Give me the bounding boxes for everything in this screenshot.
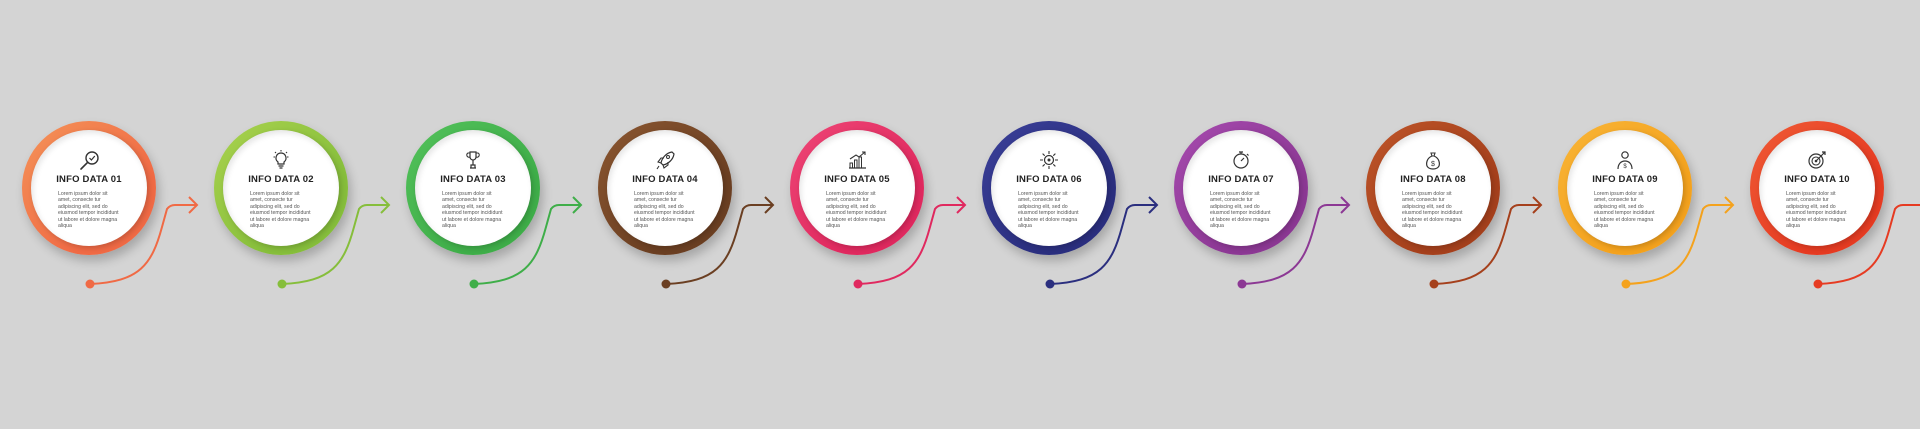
info-step-10: INFO DATA 10 Lorem ipsum dolor sit amet, … [1750, 121, 1884, 255]
connector-dot [1237, 279, 1247, 289]
stopwatch-icon [1229, 148, 1253, 172]
connector-dot [469, 279, 479, 289]
connector-dot [661, 279, 671, 289]
trophy-icon [461, 148, 485, 172]
connector-line [473, 204, 581, 285]
info-step-09: $ INFO DATA 09 Lorem ipsum dolor sit amet,… [1558, 121, 1692, 255]
step-inner-circle: INFO DATA 01 Lorem ipsum dolor sit amet, … [31, 130, 147, 246]
person-dollar-icon: $ [1613, 148, 1637, 172]
step-inner-circle: INFO DATA 07 Lorem ipsum dolor sit amet, … [1183, 130, 1299, 246]
virus-gear-icon [1037, 148, 1061, 172]
step-inner-circle: INFO DATA 04 Lorem ipsum dolor sit amet, … [607, 130, 723, 246]
connector-dot [1045, 279, 1055, 289]
step-description: Lorem ipsum dolor sit amet, consecte tur… [1018, 191, 1079, 230]
connector-dot [853, 279, 863, 289]
info-step-01: INFO DATA 01 Lorem ipsum dolor sit amet, … [22, 121, 156, 255]
connector-line [665, 204, 773, 285]
step-title: INFO DATA 10 [1784, 174, 1850, 185]
step-description: Lorem ipsum dolor sit amet, consecte tur… [442, 191, 503, 230]
target-arrow-icon [1805, 148, 1829, 172]
connector-line [281, 204, 389, 285]
connector-dot [1429, 279, 1439, 289]
connector-dot [1813, 279, 1823, 289]
growth-chart-icon [845, 148, 869, 172]
arrow-head-icon [572, 196, 583, 214]
svg-text:$: $ [1431, 161, 1435, 168]
connector-dot [277, 279, 287, 289]
step-description: Lorem ipsum dolor sit amet, consecte tur… [1594, 191, 1655, 230]
connector-line [1049, 204, 1157, 285]
step-inner-circle: INFO DATA 02 Lorem ipsum dolor sit amet, … [223, 130, 339, 246]
connector-line [1433, 204, 1541, 285]
svg-text:$: $ [1623, 164, 1627, 170]
step-description: Lorem ipsum dolor sit amet, consecte tur… [1786, 191, 1847, 230]
step-inner-circle: INFO DATA 10 Lorem ipsum dolor sit amet, … [1759, 130, 1875, 246]
connector-dot [85, 279, 95, 289]
magnifier-check-icon [77, 148, 101, 172]
info-step-07: INFO DATA 07 Lorem ipsum dolor sit amet, … [1174, 121, 1308, 255]
step-description: Lorem ipsum dolor sit amet, consecte tur… [634, 191, 695, 230]
info-step-05: INFO DATA 05 Lorem ipsum dolor sit amet, … [790, 121, 924, 255]
step-title: INFO DATA 02 [248, 174, 314, 185]
step-description: Lorem ipsum dolor sit amet, consecte tur… [250, 191, 311, 230]
lightbulb-gear-icon [269, 148, 293, 172]
step-description: Lorem ipsum dolor sit amet, consecte tur… [826, 191, 887, 230]
rocket-icon [653, 148, 677, 172]
arrow-head-icon [956, 196, 967, 214]
step-inner-circle: INFO DATA 05 Lorem ipsum dolor sit amet, … [799, 130, 915, 246]
step-title: INFO DATA 06 [1016, 174, 1082, 185]
step-title: INFO DATA 05 [824, 174, 890, 185]
step-inner-circle: INFO DATA 06 Lorem ipsum dolor sit amet, … [991, 130, 1107, 246]
connector-dot [1621, 279, 1631, 289]
info-step-06: INFO DATA 06 Lorem ipsum dolor sit amet, … [982, 121, 1116, 255]
step-description: Lorem ipsum dolor sit amet, consecte tur… [1402, 191, 1463, 230]
money-bag-icon: $ [1421, 148, 1445, 172]
connector-line [89, 204, 197, 285]
step-inner-circle: $ INFO DATA 08 Lorem ipsum dolor sit amet,… [1375, 130, 1491, 246]
connector-line [1625, 204, 1733, 285]
connector-line [1241, 204, 1349, 285]
step-inner-circle: INFO DATA 03 Lorem ipsum dolor sit amet, … [415, 130, 531, 246]
step-inner-circle: $ INFO DATA 09 Lorem ipsum dolor sit amet,… [1567, 130, 1683, 246]
step-title: INFO DATA 04 [632, 174, 698, 185]
connector-line [1817, 204, 1920, 285]
step-title: INFO DATA 09 [1592, 174, 1658, 185]
info-step-02: INFO DATA 02 Lorem ipsum dolor sit amet, … [214, 121, 348, 255]
arrow-head-icon [1148, 196, 1159, 214]
arrow-head-icon [1340, 196, 1351, 214]
arrow-head-icon [764, 196, 775, 214]
step-description: Lorem ipsum dolor sit amet, consecte tur… [1210, 191, 1271, 230]
arrow-head-icon [380, 196, 391, 214]
arrow-head-icon [1724, 196, 1735, 214]
info-step-08: $ INFO DATA 08 Lorem ipsum dolor sit amet,… [1366, 121, 1500, 255]
step-title: INFO DATA 08 [1400, 174, 1466, 185]
arrow-head-icon [1532, 196, 1543, 214]
info-step-03: INFO DATA 03 Lorem ipsum dolor sit amet, … [406, 121, 540, 255]
arrow-head-icon [188, 196, 199, 214]
step-description: Lorem ipsum dolor sit amet, consecte tur… [58, 191, 119, 230]
step-title: INFO DATA 01 [56, 174, 122, 185]
step-title: INFO DATA 07 [1208, 174, 1274, 185]
step-title: INFO DATA 03 [440, 174, 506, 185]
info-step-04: INFO DATA 04 Lorem ipsum dolor sit amet, … [598, 121, 732, 255]
connector-line [857, 204, 965, 285]
